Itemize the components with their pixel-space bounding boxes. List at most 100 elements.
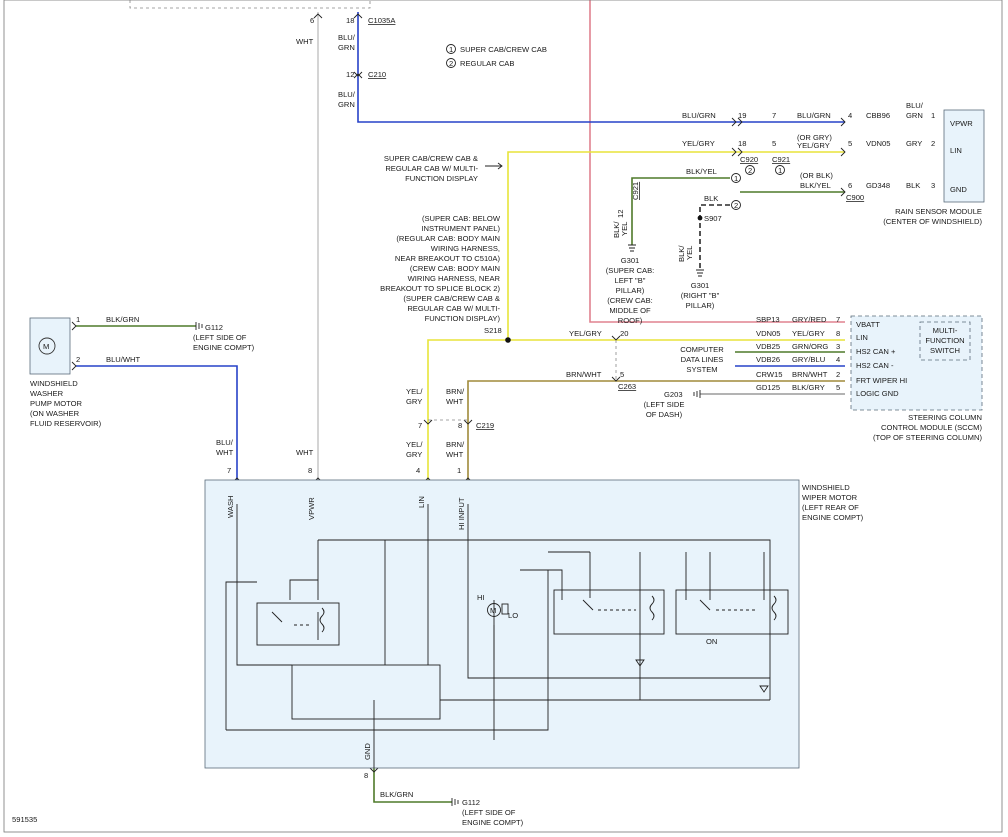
s218-note-l1: INSTRUMENT PANEL) (421, 224, 500, 233)
motor-pin-8b: 8 (364, 771, 368, 780)
pin-6: 6 (310, 16, 314, 25)
g301a-l0: G301 (621, 256, 640, 265)
g301b-l0: G301 (691, 281, 710, 290)
cdls-l0: COMPUTER (680, 345, 724, 354)
sccm-pin-lin: LIN (856, 333, 868, 342)
washer-pump-box (29, 317, 71, 375)
pin-5: 5 (772, 139, 776, 148)
sccm-pin-3: 3 (836, 342, 840, 351)
wire-label-blu-m: BLU/ (216, 438, 234, 447)
legend-circles (446, 44, 785, 210)
pump-l4: FLUID RESERVOIR) (30, 419, 102, 428)
sccm-pin-frt: FRT WIPER HI (856, 376, 907, 385)
wire-label-gry-c219: GRY (406, 397, 422, 406)
mfd-note-l1: REGULAR CAB W/ MULTI- (385, 164, 478, 173)
pin-18: 18 (346, 16, 354, 25)
connector-c210: C210 (368, 70, 386, 79)
pin-3: 3 (931, 181, 935, 190)
g301a-l6: ROOF) (618, 316, 643, 325)
wire-blu-grn (357, 12, 845, 123)
motor-on: ON (706, 637, 717, 646)
circuit-cbb96: CBB96 (866, 111, 890, 120)
cdls-l1: DATA LINES (681, 355, 724, 364)
motor-pin-8: 8 (308, 466, 312, 475)
mfd-note-l2: FUNCTION DISPLAY (405, 174, 478, 183)
circuit-vdn05: VDN05 (866, 139, 890, 148)
wire-label-yelgry-b: YEL/GRY (797, 141, 830, 150)
mfs-l1: FUNCTION (925, 336, 964, 345)
pump-l0: WINDSHIELD (30, 379, 78, 388)
motor-lo: LO (508, 611, 518, 620)
motor-pin-vpwr: VPWR (307, 497, 316, 520)
wire-label-blu-2: BLU/ (338, 90, 356, 99)
g301a-l1: (SUPER CAB: (606, 266, 655, 275)
wire-label-blk-v: BLK/ (612, 221, 621, 238)
motor-pin-wash: WASH (226, 496, 235, 519)
wire-label-blk-v2: BLK/ (677, 245, 686, 262)
connector-c219: C219 (476, 421, 494, 430)
s218-note-l6: WIRING HARNESS, NEAR (408, 274, 501, 283)
wire-label-gry-m: GRY (406, 450, 422, 459)
circuit-vdb25: VDB25 (756, 342, 780, 351)
pump-m: M (43, 342, 49, 351)
s218-note-l9: REGULAR CAB W/ MULTI- (407, 304, 500, 313)
s218-note-l3: WIRING HARNESS, (431, 244, 500, 253)
sccm-l2: (TOP OF STEERING COLUMN) (873, 433, 982, 442)
wire-label-gryblu: GRY/BLU (792, 355, 825, 364)
sccm-pin-vbatt: VBATT (856, 320, 880, 329)
connector-c920: C920 (740, 155, 758, 164)
wire-label-grnorg: GRN/ORG (792, 342, 828, 351)
motor-pin-lin: LIN (417, 496, 426, 508)
mfs-l2: SWITCH (930, 346, 960, 355)
wire-label-yel-c219: YEL/ (406, 387, 423, 396)
circuit-gd125: GD125 (756, 383, 780, 392)
wire-label-yelgry-a: YEL/GRY (682, 139, 715, 148)
wire-label-blkyel-b: BLK/YEL (800, 181, 831, 190)
pin-19: 19 (738, 111, 746, 120)
wire-label-wht: WHT (296, 37, 314, 46)
wire-label-or-blk: (OR BLK) (800, 171, 833, 180)
circle-2-a: 2 (734, 201, 738, 210)
wiper-motor-l3: ENGINE COMPT) (802, 513, 864, 522)
sccm-pin-7: 7 (836, 315, 840, 324)
sccm-pin-hs2m: HS2 CAN - (856, 361, 894, 370)
g112b-l2: ENGINE COMPT) (462, 818, 524, 827)
s218-note-l5: (CREW CAB: BODY MAIN (410, 264, 500, 273)
pin-6b: 6 (848, 181, 852, 190)
circuit-sbp13: SBP13 (756, 315, 780, 324)
mfs-l0: MULTI- (933, 326, 958, 335)
g203-l2: OF DASH) (646, 410, 683, 419)
legend-num-1: 1 (449, 45, 453, 54)
g112a-l2: ENGINE COMPT) (193, 343, 255, 352)
mfd-note-arrow (485, 162, 503, 170)
g112b-l1: (LEFT SIDE OF (462, 808, 516, 817)
pin-4: 4 (848, 111, 852, 120)
pin-12: 12 (346, 70, 354, 79)
c219-pin-8: 8 (458, 421, 462, 430)
wire-label-blkgry: BLK/GRY (792, 383, 825, 392)
s218-note-l10: FUNCTION DISPLAY) (425, 314, 501, 323)
wire-label-blkyel-a: BLK/YEL (686, 167, 717, 176)
g301a-l2: LEFT "B" (615, 276, 646, 285)
legend-regular: REGULAR CAB (460, 59, 514, 68)
multi-function-switch (919, 321, 971, 361)
sccm-pin-2: 2 (836, 370, 840, 379)
wire-label-wht-c219: WHT (446, 397, 464, 406)
wiper-motor-l0: WINDSHIELD (802, 483, 850, 492)
motor-pin-7: 7 (227, 466, 231, 475)
wiper-motor-box (204, 479, 800, 769)
wire-label-yel-m: YEL/ (406, 440, 423, 449)
motor-pin-1: 1 (457, 466, 461, 475)
rain-sensor-location: (CENTER OF WINDSHIELD) (883, 217, 982, 226)
wire-label-grn-2: GRN (338, 100, 355, 109)
wire-label-gry: GRY (906, 139, 922, 148)
mfd-note-l0: SUPER CAB/CREW CAB & (384, 154, 478, 163)
wire-label-grn-3: GRN (906, 111, 923, 120)
wire-label-blugrn-a: BLU/GRN (682, 111, 716, 120)
wire-label-blu-3: BLU/ (906, 101, 924, 110)
circuit-gd348: GD348 (866, 181, 890, 190)
connector-c921v: C921 (631, 182, 640, 200)
wire-label-yel-v2: YEL (685, 246, 694, 260)
upstream-module-edge (129, 0, 371, 9)
wire-label-or-gry: (OR GRY) (797, 133, 832, 142)
